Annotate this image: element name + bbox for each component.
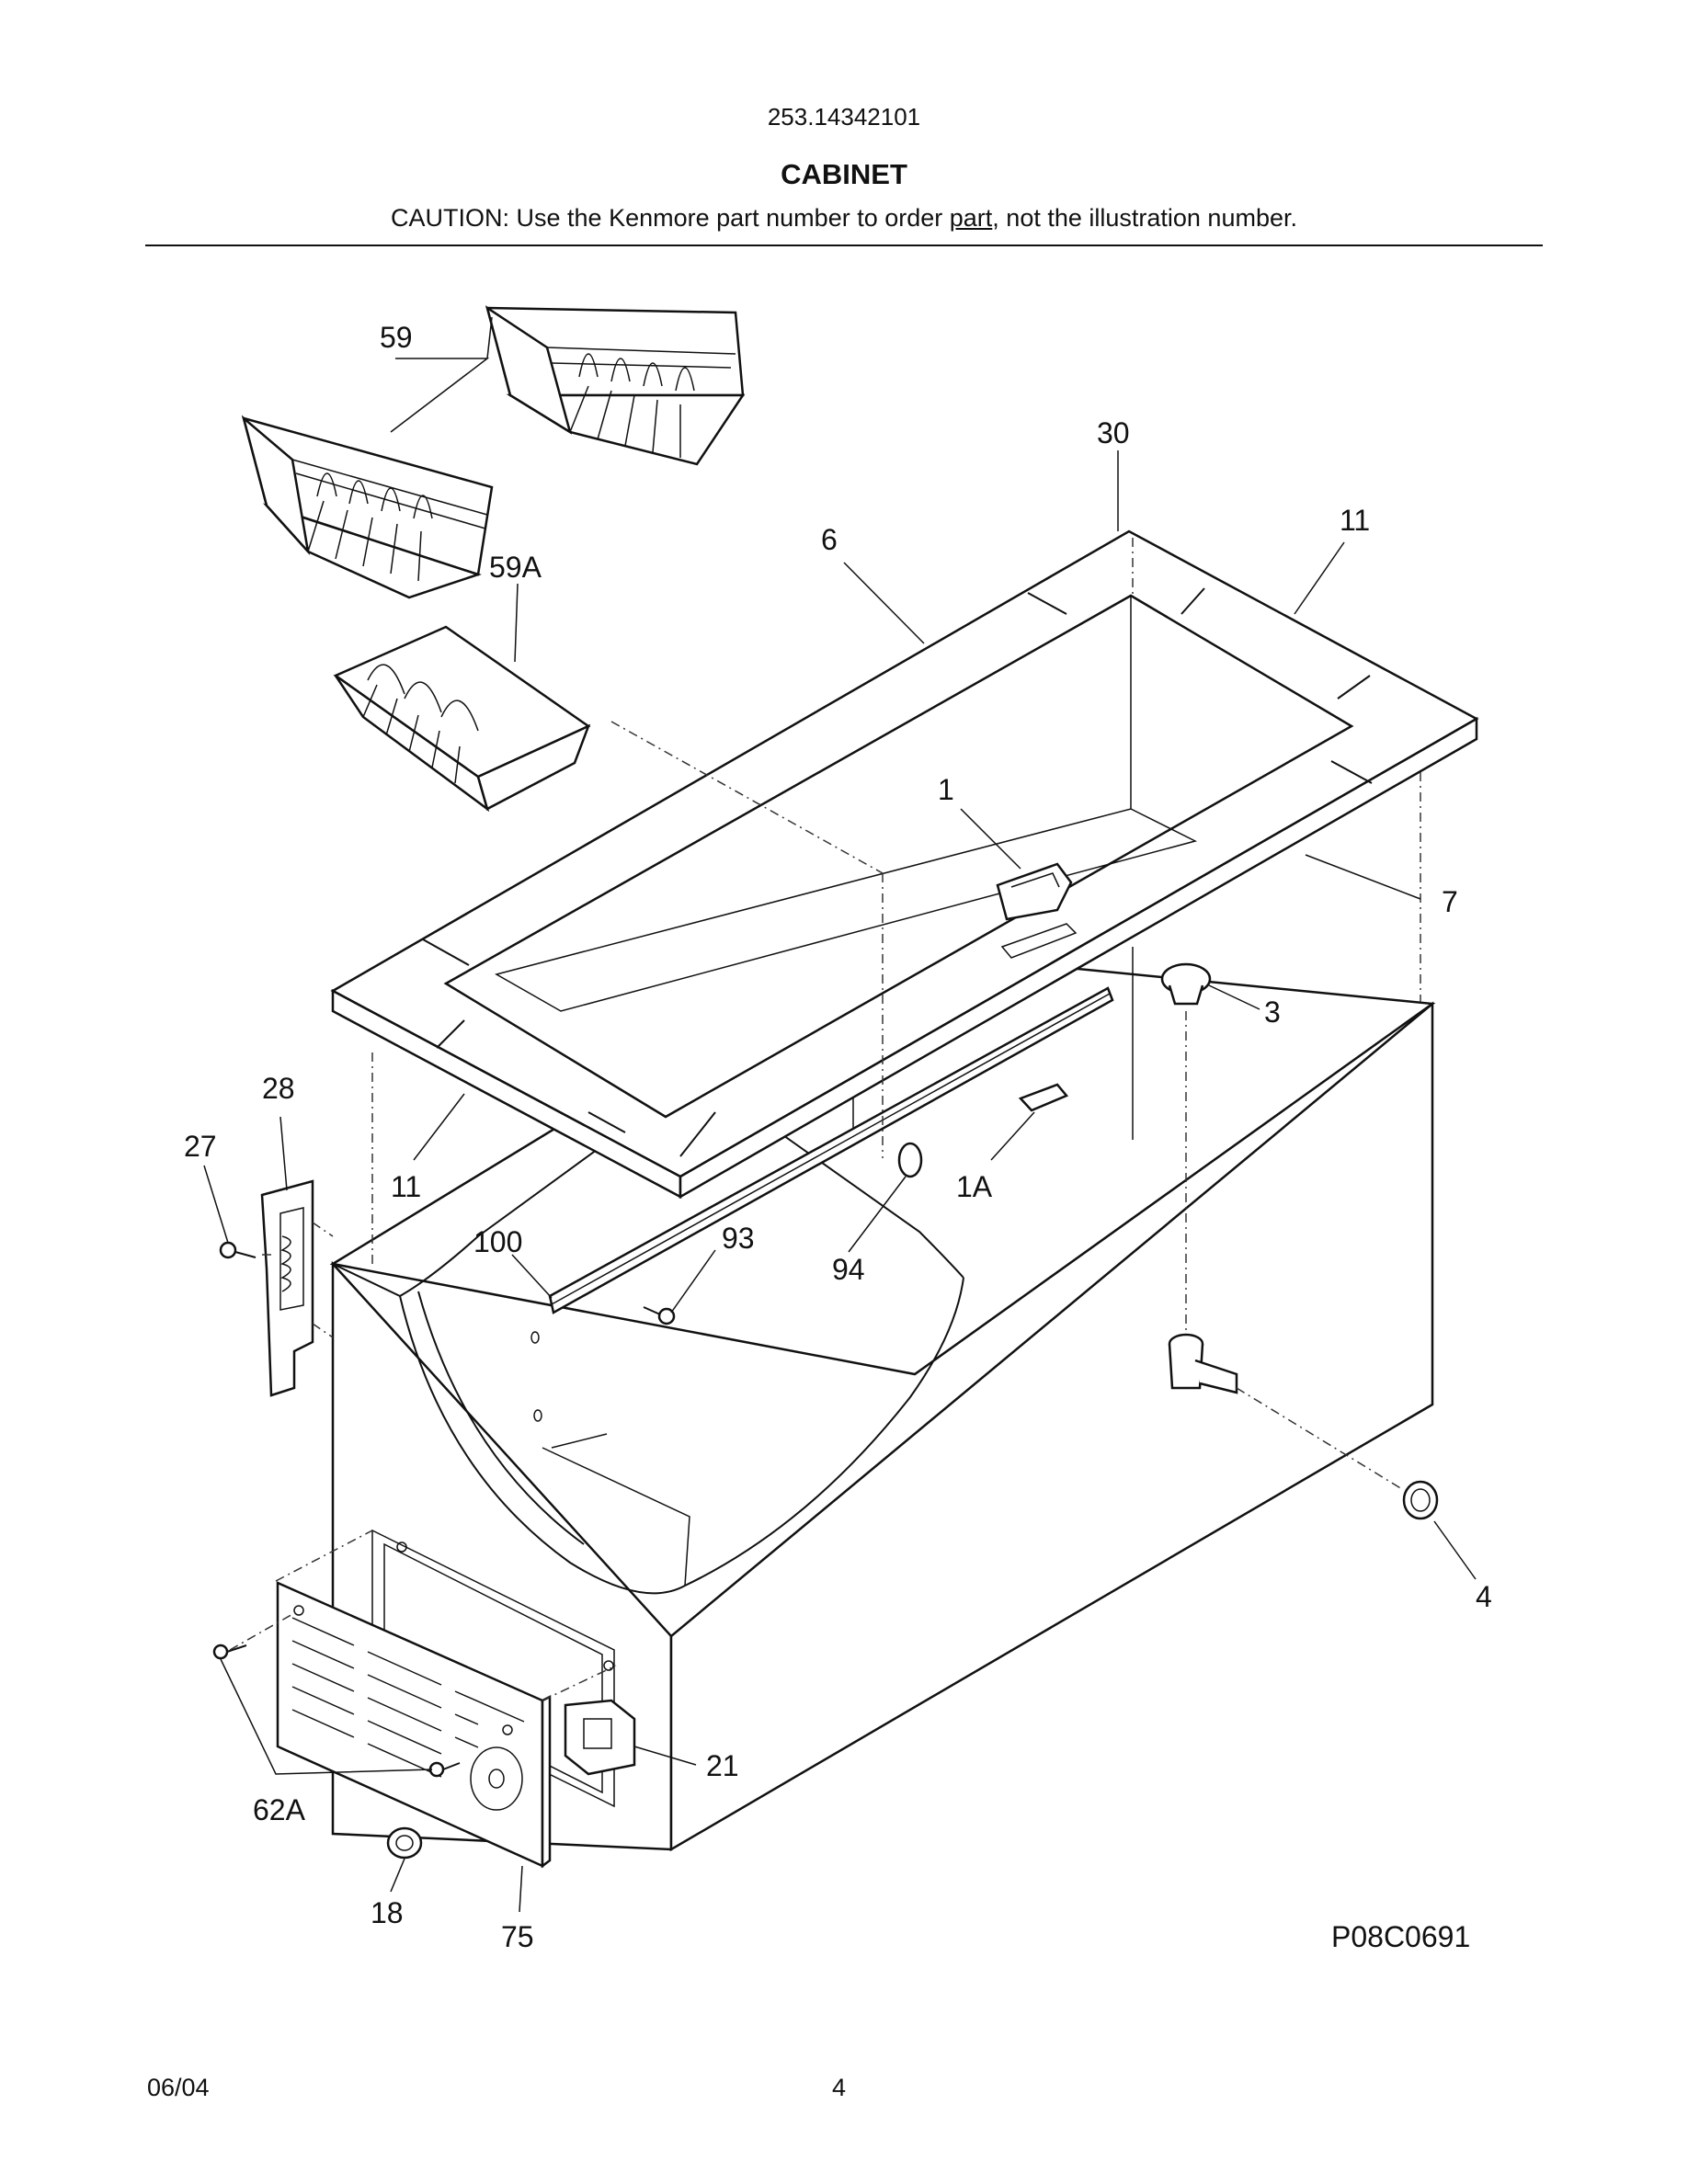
light-assembly-1 xyxy=(996,862,1073,921)
callout-94: 94 xyxy=(832,1253,865,1286)
callout-11-top: 11 xyxy=(1340,504,1370,537)
callout-11-bottom: 11 xyxy=(391,1170,421,1203)
callout-21: 21 xyxy=(706,1749,739,1782)
plug-94 xyxy=(897,1142,923,1178)
caution-suffix: , not the illustration number. xyxy=(992,204,1297,232)
basket-59-lower xyxy=(241,415,494,599)
plug-18 xyxy=(386,1826,423,1860)
callout-59: 59 xyxy=(380,321,413,354)
page-title: CABINET xyxy=(781,158,907,190)
callout-7: 7 xyxy=(1442,885,1458,918)
callout-93: 93 xyxy=(722,1222,755,1255)
basket-59a xyxy=(333,625,591,813)
callout-30: 30 xyxy=(1097,416,1130,449)
callout-27: 27 xyxy=(184,1130,217,1163)
header-divider xyxy=(145,245,1543,246)
callout-75: 75 xyxy=(501,1920,534,1953)
callout-3: 3 xyxy=(1264,995,1281,1029)
thermostat-21 xyxy=(564,1699,636,1776)
callout-62a: 62A xyxy=(253,1793,306,1826)
callout-labels: 59 59A 6 30 11 1 7 3 28 27 11 1A 100 93 … xyxy=(184,321,1492,1953)
page-number: 4 xyxy=(832,2074,847,2101)
drain-fitting xyxy=(1168,1333,1238,1394)
callout-59a: 59A xyxy=(489,551,542,584)
caution-prefix: CAUTION: Use the Kenmore part number to … xyxy=(391,204,950,232)
leader-lines xyxy=(203,316,1477,1913)
drain-cap-4 xyxy=(1402,1480,1439,1520)
top-frame-assembly xyxy=(330,529,1479,1200)
switch-1a xyxy=(1018,1083,1069,1112)
grille-75 xyxy=(276,1581,552,1869)
callout-100: 100 xyxy=(473,1225,522,1258)
drain-plug-3 xyxy=(1160,962,1212,1006)
alignment-lines xyxy=(229,538,1421,1701)
callout-4: 4 xyxy=(1476,1580,1492,1613)
footer-date: 06/04 xyxy=(147,2074,210,2101)
callout-1a: 1A xyxy=(956,1170,993,1203)
hinge-28 xyxy=(260,1179,314,1397)
callout-1: 1 xyxy=(938,773,954,806)
callout-18: 18 xyxy=(371,1896,404,1929)
screw-93 xyxy=(643,1306,676,1325)
basket-59-upper xyxy=(485,305,746,466)
caution-note: CAUTION: Use the Kenmore part number to … xyxy=(0,204,1688,233)
callout-6: 6 xyxy=(821,523,838,556)
callout-28: 28 xyxy=(262,1072,295,1105)
screw-27 xyxy=(219,1241,257,1259)
model-number: 253.14342101 xyxy=(767,103,921,131)
strip-100 xyxy=(548,986,1114,1314)
caution-underlined: part xyxy=(949,204,993,232)
diagram-code: P08C0691 xyxy=(1331,1920,1470,1953)
screw-62a-left xyxy=(212,1644,247,1660)
